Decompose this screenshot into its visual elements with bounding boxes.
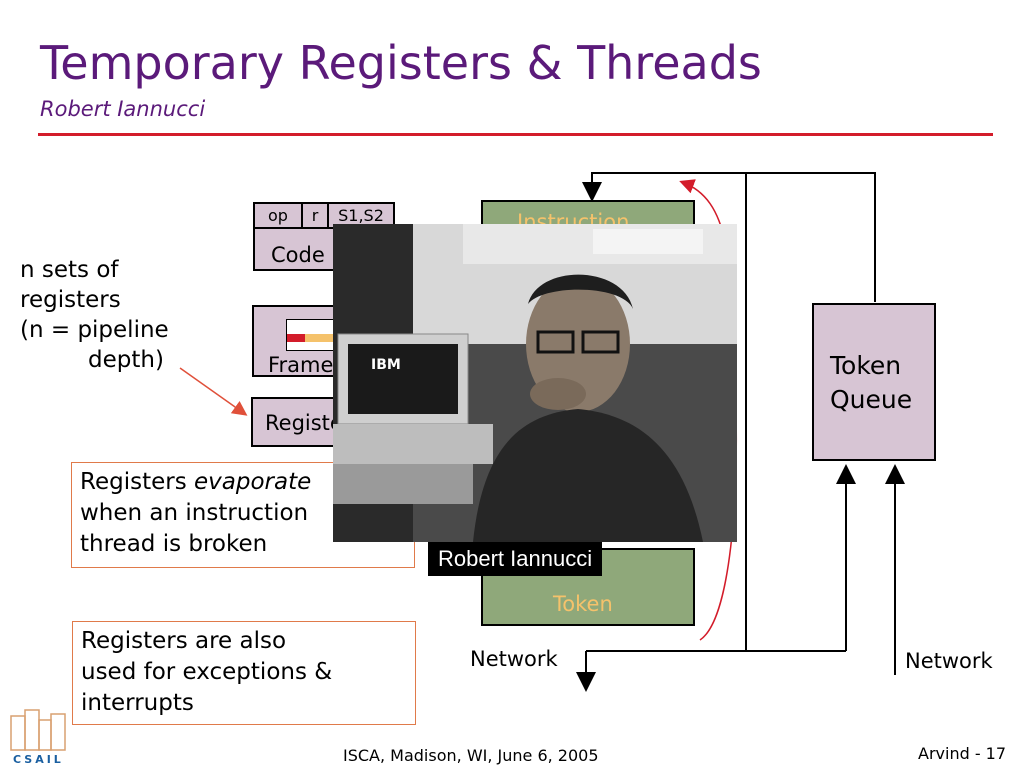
note-text: used for exceptions & [81,659,333,685]
page-title: Temporary Registers & Threads [40,36,762,90]
csail-logo: CSAIL [5,706,70,766]
side-note-line: n sets of [20,257,119,283]
token-queue-label: Token Queue [830,349,912,417]
csail-logo-graphic: CSAIL [10,709,66,766]
loop-line [582,172,876,302]
side-note: n sets of registers (n = pipeline depth) [20,255,169,375]
network-label-left: Network [470,647,558,671]
note-text: thread is broken [80,531,268,557]
frame-label: Frames [268,353,345,377]
pointer-arrow [179,367,248,416]
note-text: interrupts [81,690,194,716]
note-text: when an instruction [80,500,309,526]
page-subtitle: Robert Iannucci [40,97,206,121]
token-queue-line: Token [830,351,902,380]
side-note-line: (n = pipeline [20,317,169,343]
token-queue-line: Queue [830,385,913,414]
title-divider [38,133,993,136]
photo-caption: Robert Iannucci [428,542,603,576]
note-text: Registers are also [81,628,287,654]
logo-text: CSAIL [13,753,64,764]
network-label-right: Network [905,649,993,673]
side-note-line: registers [20,287,121,313]
token-label: Token [553,592,613,616]
note-exceptions: Registers are also used for exceptions &… [72,621,416,725]
field-r: r [301,202,329,229]
portrait-photo: IBM [333,224,737,542]
monitor-label: IBM [371,357,401,373]
note-evaporate: Registers evaporate when an instruction … [71,462,415,568]
side-note-line: depth) [88,347,164,373]
token-queue-block: Token Queue [812,303,936,461]
frame-slot-yellow [305,334,335,342]
footer-page-number: Arvind - 17 [918,744,1007,763]
code-label: Code [271,243,325,267]
field-op: op [253,202,303,229]
portrait-illustration: IBM [333,224,737,542]
frame-slot-red [287,334,305,342]
footer-venue: ISCA, Madison, WI, June 6, 2005 [343,746,599,765]
note-text: Registers [80,469,194,495]
note-emphasis: evaporate [194,469,312,495]
